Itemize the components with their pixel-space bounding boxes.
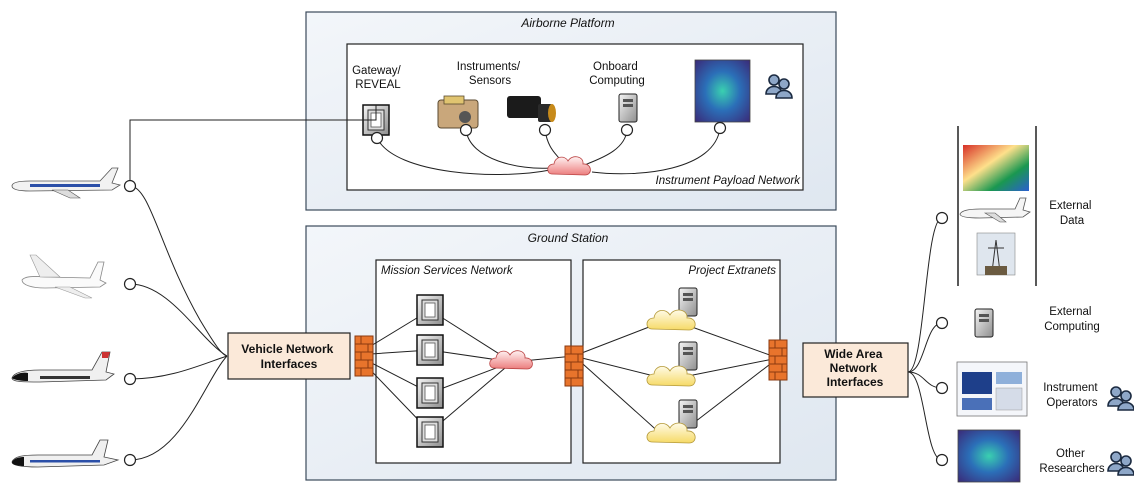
other-researchers-map-icon (957, 429, 1021, 483)
onboard-server-icon (618, 93, 638, 123)
aircraft-4-icon (11, 439, 120, 468)
aircraft-3-node-icon (123, 372, 137, 386)
mission-server-1-icon (416, 294, 444, 326)
sensor-node-icon (538, 123, 552, 137)
aircraft-1-node-icon (123, 179, 137, 193)
external-data-tower-icon (976, 232, 1016, 276)
instrument-operators-node-icon (935, 381, 949, 395)
wan-firewall-icon (768, 339, 788, 381)
aircraft-1-icon (11, 167, 122, 199)
instrument-payload-network-label: Instrument Payload Network (656, 175, 802, 187)
onboard-display-map-icon (694, 59, 751, 123)
aircraft-3-icon (11, 351, 115, 383)
mission-services-network-box (375, 259, 572, 464)
aircraft-2-node-icon (123, 277, 137, 291)
mission-server-3-icon (416, 377, 444, 409)
external-computing-node-icon (935, 316, 949, 330)
wide-area-network-interfaces-box[interactable] (802, 342, 909, 398)
other-researchers-people-icon (1107, 451, 1134, 476)
mission-services-network-label: Mission Services Network (381, 265, 514, 277)
onboard-computing-label: Onboard Computing (589, 61, 645, 87)
mission-server-4-icon (416, 416, 444, 448)
external-data-label: External Data (1049, 200, 1094, 227)
airborne-platform-title: Airborne Platform (520, 16, 614, 30)
aircraft-2-icon (21, 254, 107, 299)
instrument-operators-people-icon (1107, 386, 1134, 411)
project-extranets-links (573, 321, 779, 436)
sensor-camera-icon (507, 96, 556, 122)
instrument-operators-label: Instrument Operators (1043, 382, 1101, 409)
instruments-label: Instruments/ Sensors (457, 61, 523, 87)
instruments-camera-icon (437, 95, 479, 129)
external-data-node-icon (935, 211, 949, 225)
onboard-node-icon (620, 123, 634, 137)
gateway-node-icon (370, 131, 384, 145)
other-researchers-label: Other Researchers (1039, 448, 1104, 475)
mission-extranet-firewall-icon (564, 345, 584, 387)
vehicle-network-interfaces-label: Vehicle Network Interfaces (241, 342, 336, 371)
external-computing-server-icon (974, 308, 994, 338)
gateway-label: Gateway/ REVEAL (352, 65, 404, 91)
aircraft-links (129, 105, 377, 461)
other-researchers-node-icon (935, 453, 949, 467)
instruments-node-icon (459, 123, 473, 137)
external-data-heatmap-icon (963, 145, 1029, 191)
ground-station-title: Ground Station (528, 231, 609, 245)
wide-area-network-interfaces-label: Wide Area Network Interfaces (824, 347, 885, 389)
project-extranets-label: Project Extranets (688, 265, 776, 277)
instrument-operators-screens-icon (956, 361, 1028, 417)
vehicle-network-interfaces-box[interactable] (227, 332, 351, 380)
vehicle-firewall-icon (354, 335, 374, 377)
aircraft-4-node-icon (123, 453, 137, 467)
external-computing-label: External Computing (1044, 306, 1100, 333)
external-data-aircraft-icon (959, 197, 1031, 223)
external-links (907, 217, 943, 461)
mission-server-2-icon (416, 334, 444, 366)
display-node-icon (713, 121, 727, 135)
extranet-server-2-icon (678, 341, 698, 371)
